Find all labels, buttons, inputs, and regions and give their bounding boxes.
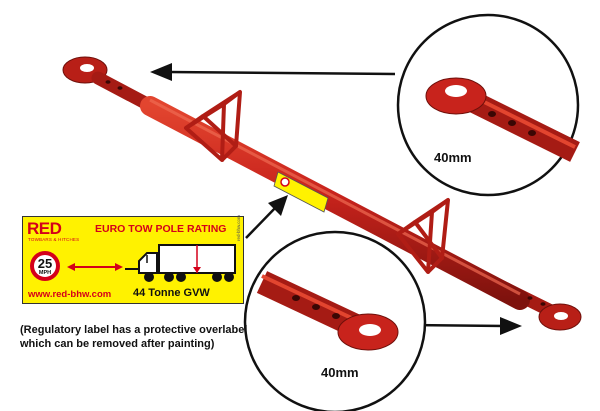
speed-limit-value: 25 (37, 256, 53, 271)
callout-bottom-detail (243, 230, 427, 411)
top-end-size-label: 40mm (434, 150, 472, 165)
label-side-url: red-bhw.com (236, 215, 241, 241)
arrow-to-label (245, 195, 288, 239)
label-heading: EURO TOW POLE RATING (95, 223, 227, 235)
bottom-end-size-label: 40mm (321, 365, 359, 380)
regulatory-label-card: RED TOWBARS & HITCHES EURO TOW POLE RATI… (22, 215, 244, 304)
speed-limit-unit: MPH (38, 270, 52, 276)
pole-regulatory-label (273, 171, 329, 213)
callout-top-detail (396, 13, 580, 197)
speed-limit-sign: 25 MPH (30, 251, 60, 281)
pole-eye-end-bottom (538, 303, 582, 331)
red-logo-subtitle: TOWBARS & HITCHES (28, 237, 80, 242)
label-website: www.red-bhw.com (28, 289, 112, 300)
tow-pole (62, 56, 582, 331)
red-logo: RED (27, 219, 62, 238)
label-gvw-rating: 44 Tonne GVW (133, 287, 210, 299)
pole-stand-right (396, 198, 450, 274)
arrow-to-top-end (150, 63, 396, 81)
regulatory-label-note: (Regulatory label has a protective overl… (20, 324, 248, 350)
truck-trailer-icon (67, 244, 236, 282)
pole-stand-left (184, 90, 242, 162)
